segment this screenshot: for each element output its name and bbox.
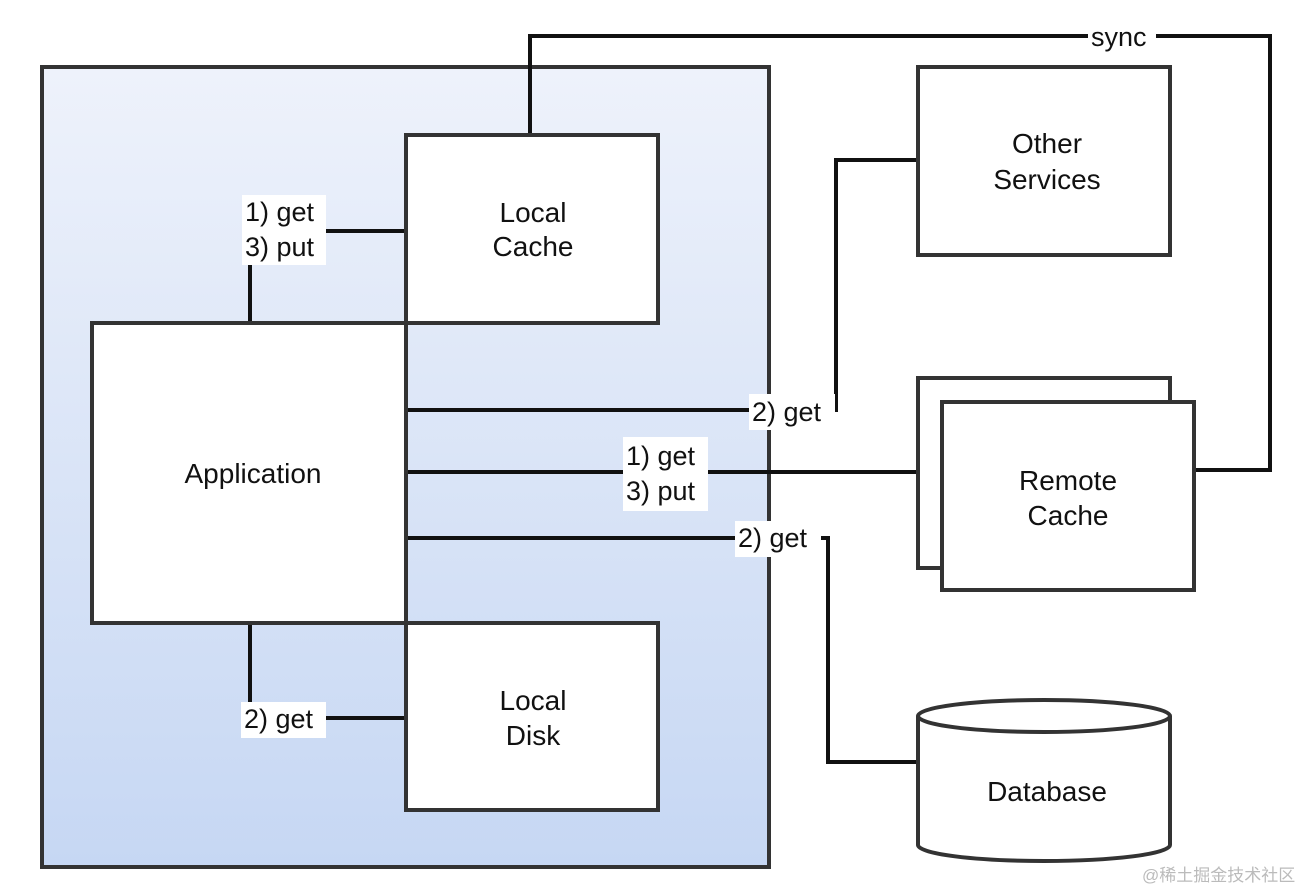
app-database-connector (406, 536, 918, 764)
remote-cache-edge-label-2: 3) put (626, 476, 696, 506)
other-services-box (916, 65, 1172, 257)
application-label: Application (185, 458, 322, 489)
local-disk-label-2: Disk (506, 720, 561, 751)
app-other-services-connector (406, 158, 918, 412)
local-cache-edge-label-2: 3) put (245, 232, 315, 262)
local-disk-edge-label: 2) get (244, 704, 314, 734)
local-cache-edge-label-bg (242, 195, 326, 265)
local-cache-label-2: Cache (493, 231, 574, 262)
remote-cache-label-1: Remote (1019, 465, 1117, 496)
local-cache-label-1: Local (500, 197, 567, 228)
remote-cache-box (940, 400, 1196, 592)
application-box (90, 321, 408, 625)
local-disk-box (404, 621, 660, 812)
sync-connector (528, 34, 1272, 472)
sync-label: sync (1091, 22, 1147, 52)
remote-cache-label-2: Cache (1028, 500, 1109, 531)
other-services-edge-label: 2) get (752, 397, 822, 427)
database-label: Database (987, 776, 1107, 807)
other-services-label-1: Other (1012, 128, 1082, 159)
database-cylinder (916, 698, 1172, 863)
watermark: @稀土掘金技术社区 (1142, 866, 1295, 885)
local-disk-label-1: Local (500, 685, 567, 716)
database-edge-label: 2) get (738, 523, 808, 553)
other-services-label-2: Services (993, 164, 1100, 195)
remote-cache-edge-label-bg (623, 437, 708, 511)
local-disk-edge-label-bg (241, 702, 326, 738)
local-cache-edge-label-1: 1) get (245, 197, 315, 227)
remote-cache-edge-label-1: 1) get (626, 441, 696, 471)
sync-label-bg (1088, 22, 1156, 52)
database-edge-label-bg (735, 521, 821, 557)
local-cache-box (404, 133, 660, 325)
other-services-edge-label-bg (749, 394, 835, 430)
